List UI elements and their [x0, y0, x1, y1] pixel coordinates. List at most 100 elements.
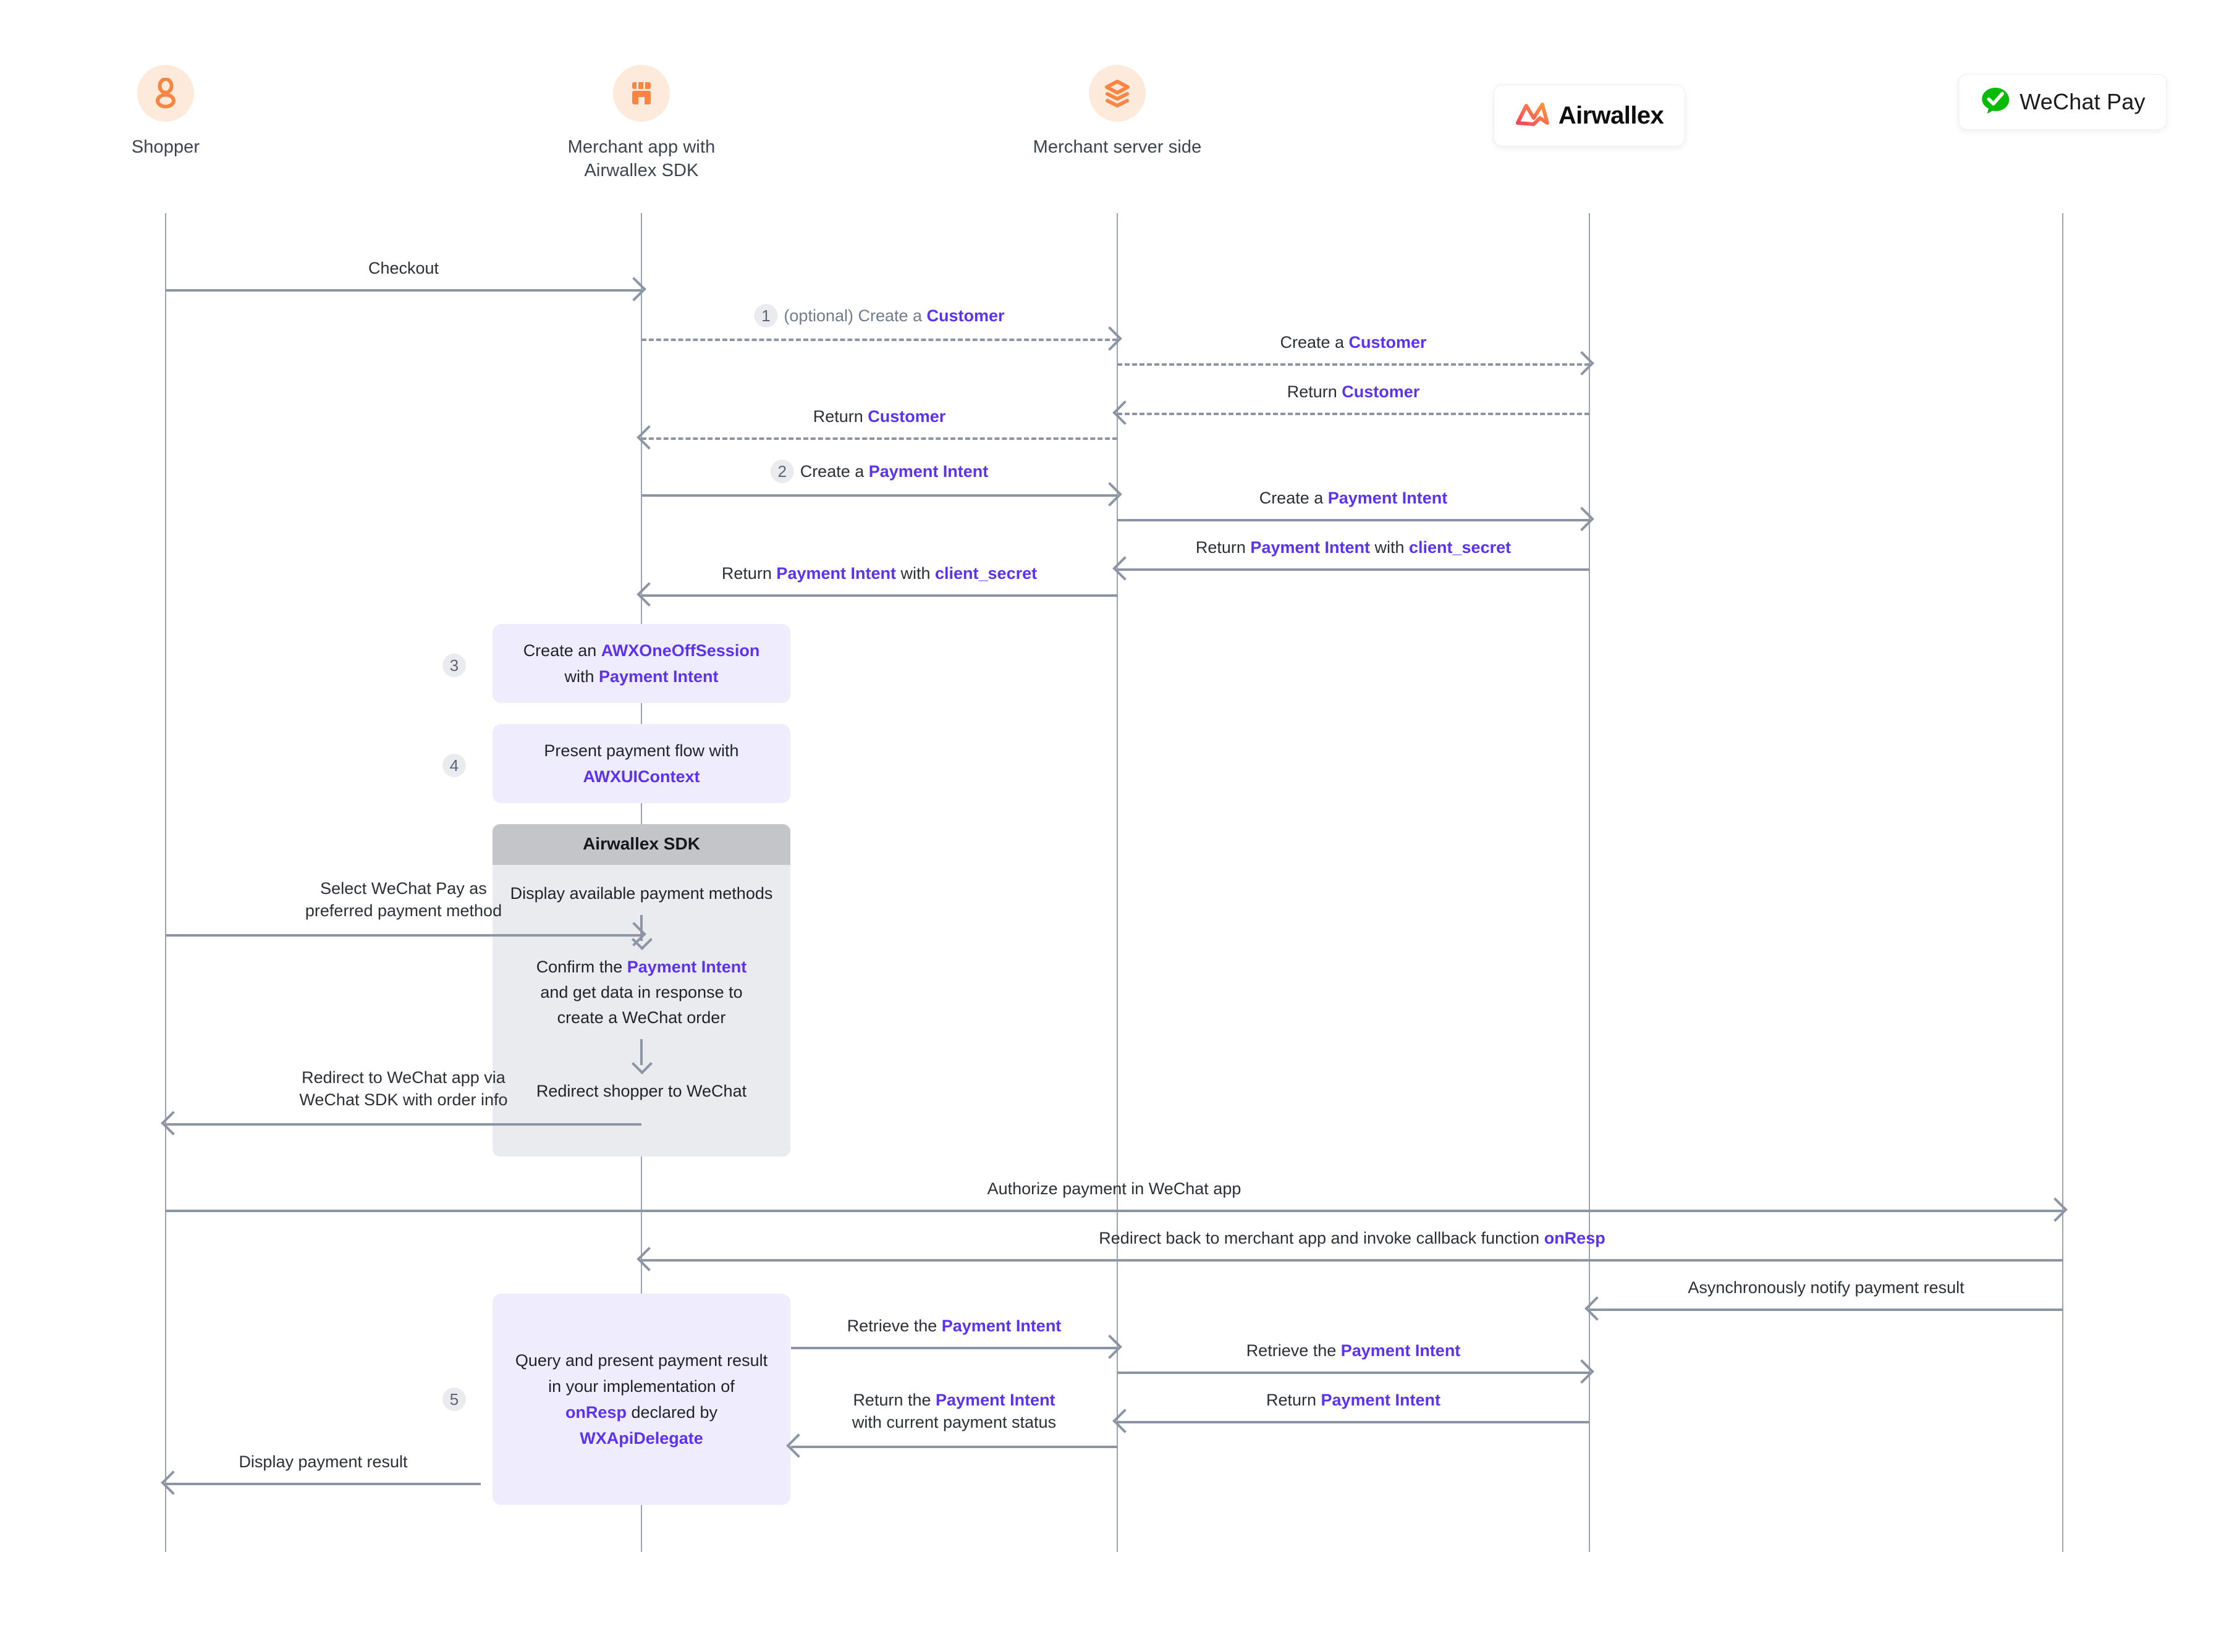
keyword-payment-intent: Payment Intent	[627, 958, 747, 976]
keyword-wxapidelegate: WXApiDelegate	[580, 1429, 703, 1448]
message-label-return-pi-status: Return the Payment Intent with current p…	[852, 1391, 1057, 1431]
message-line	[641, 494, 1117, 497]
arrowhead-right-icon	[622, 277, 646, 301]
layers-icon	[1089, 65, 1146, 122]
lifeline-wechat	[2062, 213, 2063, 1552]
message-line	[641, 339, 1117, 341]
message-label-checkout: Checkout	[368, 259, 439, 277]
message-line	[1117, 519, 1589, 521]
sdk-group-body: Display available payment methods Confir…	[493, 865, 790, 1123]
message-label-display-result: Display payment result	[239, 1452, 408, 1471]
keyword-payment-intent: Payment Intent	[936, 1391, 1055, 1409]
message-line	[1117, 1421, 1589, 1423]
keyword-payment-intent: Payment Intent	[1250, 538, 1370, 557]
airwallex-logo-chip: Airwallex	[1493, 85, 1686, 146]
step-badge-3: 3	[442, 654, 466, 677]
lifeline-shopper	[165, 213, 166, 1552]
message-label-select-wechat: Select WeChat Pay as preferred payment m…	[305, 879, 502, 920]
step-badge-5: 5	[442, 1388, 466, 1411]
message-label-redirect-back: Redirect back to merchant app and invoke…	[1099, 1229, 1605, 1247]
keyword-payment-intent: Payment Intent	[1340, 1341, 1461, 1360]
step-badge-1: 1	[754, 304, 778, 327]
note-query-present-result: Query and present payment result in your…	[493, 1294, 790, 1505]
actor-merchant-server: Merchant server side	[1025, 65, 1210, 159]
actor-label-line2: Airwallex SDK	[584, 161, 699, 180]
actor-label-merchant-server: Merchant server side	[1033, 137, 1202, 157]
message-label-retrieve-pi-1: Retrieve the Payment Intent	[847, 1317, 1062, 1335]
keyword-customer: Customer	[868, 407, 946, 426]
person-icon	[137, 65, 194, 122]
sdk-step-redirect-shopper: Redirect shopper to WeChat	[536, 1082, 747, 1100]
arrowhead-right-icon	[1570, 507, 1594, 531]
note-present-payment-flow: Present payment flow with AWXUIContext	[493, 724, 790, 803]
arrowhead-right-icon	[2043, 1197, 2068, 1222]
message-label-return-customer-2: Return Customer	[1287, 382, 1420, 401]
message-line	[1117, 568, 1589, 571]
airwallex-mark-icon	[1515, 101, 1550, 131]
arrowhead-right-icon	[1570, 351, 1594, 376]
keyword-payment-intent: Payment Intent	[598, 667, 719, 686]
keyword-client-secret: client_secret	[935, 564, 1038, 583]
message-line	[166, 1210, 2063, 1212]
keyword-payment-intent: Payment Intent	[776, 564, 896, 583]
lifeline-airwallex	[1589, 213, 1590, 1552]
keyword-customer: Customer	[926, 306, 1005, 326]
keyword-awxoneoffsession: AWXOneOffSession	[601, 641, 760, 660]
message-line	[791, 1347, 1117, 1349]
arrowhead-right-icon	[1097, 1334, 1122, 1359]
actor-label-merchant-app: Merchant app with Airwallex SDK	[549, 135, 734, 182]
actor-merchant-app: Merchant app with Airwallex SDK	[549, 65, 734, 182]
airwallex-wordmark: Airwallex	[1558, 101, 1664, 129]
keyword-customer: Customer	[1348, 333, 1427, 352]
message-line	[1589, 1309, 2063, 1311]
keyword-payment-intent: Payment Intent	[1327, 489, 1448, 507]
message-label-return-pi: Return Payment Intent	[1266, 1391, 1441, 1409]
arrowhead-right-icon	[1097, 482, 1122, 507]
message-label-create-customer-1: 1(optional) Create a Customer	[754, 304, 1005, 329]
lifeline-merchant-server	[1117, 213, 1118, 1552]
wechat-pay-logo-chip: WeChat Pay	[1958, 74, 2167, 130]
actor-label-line1: Merchant app with	[567, 137, 716, 157]
note-text: Query and present payment result in your…	[515, 1351, 768, 1448]
sdk-step-confirm-intent: Confirm the Payment Intent and get data …	[536, 958, 747, 1027]
keyword-payment-intent: Payment Intent	[941, 1317, 1062, 1335]
message-line	[641, 1259, 2063, 1262]
message-line	[641, 594, 1117, 597]
keyword-customer: Customer	[1342, 382, 1420, 401]
message-label-create-pi-2: Create a Payment Intent	[1259, 489, 1448, 507]
down-arrow-icon	[635, 1039, 648, 1071]
keyword-client-secret: client_secret	[1409, 538, 1512, 557]
wechat-pay-wordmark: WeChat Pay	[2019, 89, 2146, 114]
message-line	[1117, 363, 1589, 366]
note-text: Create an AWXOneOffSession with Payment …	[523, 641, 760, 686]
message-label-return-pi-secret-1: Return Payment Intent with client_secret	[721, 564, 1038, 583]
sdk-group-title: Airwallex SDK	[493, 824, 790, 865]
message-line	[641, 437, 1117, 440]
note-create-session: Create an AWXOneOffSession with Payment …	[493, 624, 790, 703]
message-line	[166, 289, 641, 292]
keyword-payment-intent: Payment Intent	[868, 462, 989, 481]
actor-shopper: Shopper	[73, 65, 258, 159]
message-line	[1117, 413, 1589, 415]
note-text: Present payment flow with AWXUIContext	[544, 741, 739, 786]
keyword-payment-intent: Payment Intent	[1321, 1391, 1441, 1409]
message-label-async-notify: Asynchronously notify payment result	[1688, 1278, 1964, 1297]
message-line	[166, 934, 641, 937]
message-line	[166, 1483, 481, 1485]
message-label-return-customer-1: Return Customer	[813, 407, 946, 426]
arrowhead-right-icon	[1570, 1359, 1594, 1384]
actor-label-shopper: Shopper	[131, 137, 200, 157]
message-label-redirect-wechat: Redirect to WeChat app via WeChat SDK wi…	[299, 1068, 508, 1109]
sdk-step-display-methods: Display available payment methods	[510, 884, 773, 903]
message-label-return-pi-secret-2: Return Payment Intent with client_secret	[1195, 538, 1512, 557]
down-arrow-icon	[635, 915, 648, 947]
step-badge-4: 4	[442, 754, 466, 777]
step-badge-2: 2	[770, 460, 794, 483]
arrowhead-right-icon	[1097, 326, 1122, 351]
message-line	[791, 1446, 1117, 1448]
message-line	[1117, 1372, 1589, 1374]
message-label-authorize: Authorize payment in WeChat app	[987, 1179, 1241, 1198]
keyword-onresp: onResp	[1544, 1229, 1605, 1247]
